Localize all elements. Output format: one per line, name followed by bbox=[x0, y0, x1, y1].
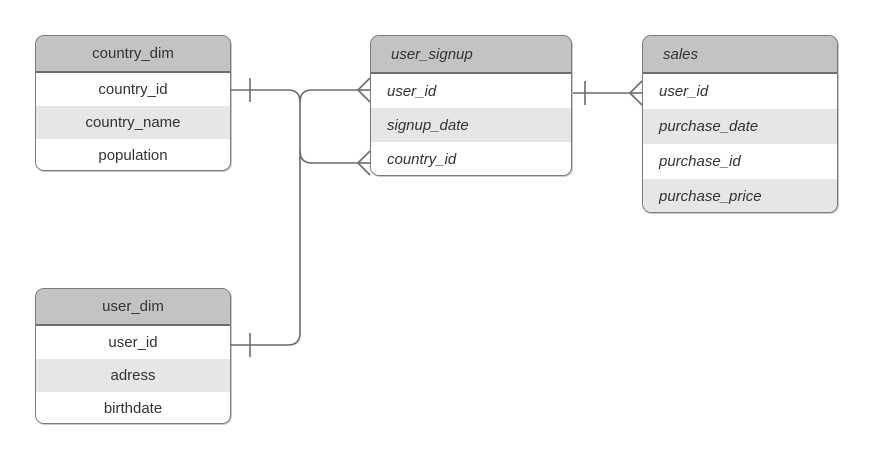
cardinality-many-user-signup-country-id bbox=[357, 150, 371, 176]
field-row[interactable]: population bbox=[36, 139, 230, 170]
entity-title-user_signup: user_signup bbox=[371, 36, 571, 74]
field-row[interactable]: user_id bbox=[36, 326, 230, 359]
connector-country-dim-upper-branch bbox=[299, 89, 358, 103]
field-row[interactable]: purchase_date bbox=[643, 109, 837, 144]
field-row[interactable]: purchase_price bbox=[643, 179, 837, 212]
connector-user-dim-trunk bbox=[231, 151, 301, 346]
field-row[interactable]: purchase_id bbox=[643, 144, 837, 179]
field-row[interactable]: birthdate bbox=[36, 392, 230, 423]
cardinality-many-sales-user-id bbox=[629, 80, 643, 106]
field-row[interactable]: signup_date bbox=[371, 108, 571, 142]
connector-country-dim-trunk bbox=[231, 89, 358, 164]
entity-title-user_dim: user_dim bbox=[36, 289, 230, 326]
cardinality-many-user-signup-user-id bbox=[357, 77, 371, 103]
entity-title-sales: sales bbox=[643, 36, 837, 74]
field-row[interactable]: user_id bbox=[371, 74, 571, 108]
field-row[interactable]: country_name bbox=[36, 106, 230, 139]
field-row[interactable]: country_id bbox=[36, 73, 230, 106]
entity-title-country_dim: country_dim bbox=[36, 36, 230, 73]
field-row[interactable]: user_id bbox=[643, 74, 837, 109]
field-row[interactable]: adress bbox=[36, 359, 230, 392]
field-row[interactable]: country_id bbox=[371, 142, 571, 175]
